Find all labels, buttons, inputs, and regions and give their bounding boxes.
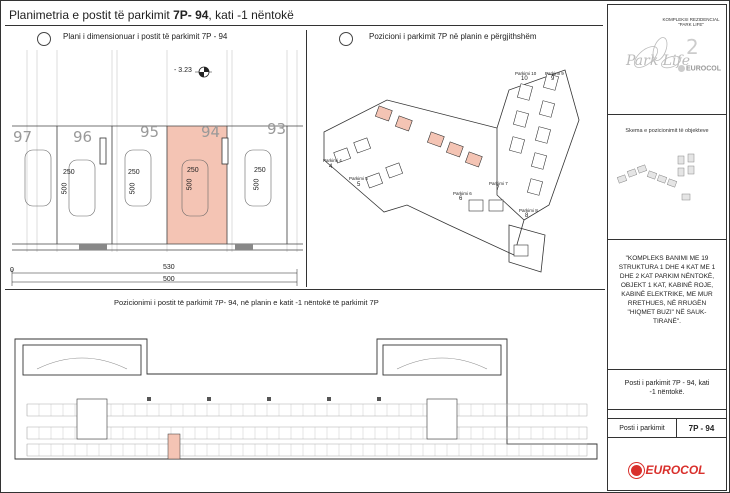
parking-label-9: Parkimi 9 xyxy=(545,71,564,76)
section-divider xyxy=(5,289,605,290)
stall-number-97: 97 xyxy=(13,128,33,146)
parking-number-4: 4 xyxy=(329,164,333,170)
floor-plan-highlight-stall xyxy=(167,433,181,460)
panel-divider xyxy=(306,30,307,287)
park-life-script: Park Life xyxy=(626,53,691,69)
dim-total-530: 530 xyxy=(163,264,175,271)
scheme-box: Skema e pozicionimit të objekteve xyxy=(608,122,726,240)
project-name: KOMPLEKSI REZIDENCIAL "PARK LIFE" xyxy=(662,17,720,27)
stall-number-93: 93 xyxy=(267,120,287,138)
eurocol-logo-icon xyxy=(628,462,644,478)
dim-edge: 0 xyxy=(10,267,14,274)
dimensioned-plan-panel: Plani i dimensionuar i postit të parkimi… xyxy=(7,30,303,287)
description-box: "KOMPLEKS BANIMI ME 19 STRUKTURA 1 DHE 4… xyxy=(608,245,726,370)
sheet-title: Planimetria e postit të parkimit 7P- 94,… xyxy=(5,4,603,26)
parking-number-5: 5 xyxy=(357,182,361,188)
park-life-number: 2 xyxy=(686,35,699,59)
post-id-box: Posti i parkimit 7P - 94 xyxy=(608,418,726,438)
parking-number-10: 10 xyxy=(521,76,528,82)
stall-number-95: 95 xyxy=(140,123,160,141)
brand-footer: EUROCOL xyxy=(608,450,726,490)
title-block: KOMPLEKSI REZIDENCIAL "PARK LIFE" Park L… xyxy=(607,4,727,491)
section-marker-1 xyxy=(37,32,51,46)
eurocol-small-icon xyxy=(678,65,685,72)
scheme-title: Skema e pozicionimit të objekteve xyxy=(625,128,709,134)
level-mark: - 3.23 xyxy=(174,67,192,74)
stall-width-94: 250 xyxy=(187,167,199,174)
stall-number-94: 94 xyxy=(201,123,221,141)
stall-width-96: 250 xyxy=(63,169,75,176)
parking-number-9: 9 xyxy=(551,76,555,82)
dimensioned-plan-caption: Plani i dimensionuar i postit të parkimi… xyxy=(63,32,228,41)
parking-label-5: Parkimi 5 xyxy=(349,176,368,181)
parking-label-10: Parkimi 10 xyxy=(515,71,537,76)
dim-total-500: 500 xyxy=(163,276,175,283)
general-plan-drawing xyxy=(323,69,580,273)
parking-label-6: Parkimi 6 xyxy=(453,191,472,196)
stall-width-93: 250 xyxy=(254,167,266,174)
title-code: 7P- 94 xyxy=(173,8,209,22)
highlighted-stall-94 xyxy=(167,126,227,244)
eurocol-brand-text: EUROCOL xyxy=(645,463,706,477)
floor-plan-drawing xyxy=(14,338,598,460)
parking-label-4: Parkimi 4 xyxy=(323,158,342,163)
stall-depth-96: 500 xyxy=(61,182,69,195)
post-description: Posti i parkimit 7P - 94, kati -1 nëntok… xyxy=(624,380,710,396)
stall-depth-95: 500 xyxy=(129,182,137,195)
site-scheme-diagram xyxy=(616,153,695,201)
parking-number-7: 7 xyxy=(496,186,500,192)
stall-depth-93: 500 xyxy=(253,178,261,191)
general-plan-panel: Pozicioni i parkimit 7P në planin e përg… xyxy=(309,30,603,287)
post-id-label: Posti i parkimit xyxy=(619,425,665,432)
project-logo-box: KOMPLEKSI REZIDENCIAL "PARK LIFE" Park L… xyxy=(608,5,726,115)
park-life-logo: Park Life 2 EUROCOL xyxy=(616,27,721,107)
dimensioned-plan-drawing xyxy=(11,50,303,286)
stall-depth-94: 500 xyxy=(186,178,194,191)
title-suffix: , kati -1 nëntokë xyxy=(208,8,294,22)
parking-label-7: Parkimi 7 xyxy=(489,181,508,186)
project-description: "KOMPLEKS BANIMI ME 19 STRUKTURA 1 DHE 4… xyxy=(618,255,716,325)
leaf-logo-icon xyxy=(633,37,681,69)
title-prefix: Planimetria e postit të parkimit xyxy=(9,8,174,22)
post-id-code: 7P - 94 xyxy=(676,419,726,437)
eurocol-small-logo: EUROCOL xyxy=(678,65,721,72)
parking-number-8: 8 xyxy=(525,213,529,219)
parking-label-8: Parkimi 8 xyxy=(519,208,538,213)
section-marker-2 xyxy=(339,32,353,46)
general-plan-caption: Pozicioni i parkimit 7P në planin e përg… xyxy=(369,32,537,41)
parking-number-6: 6 xyxy=(459,196,463,202)
stall-width-95: 250 xyxy=(128,169,140,176)
stall-number-96: 96 xyxy=(73,128,93,146)
post-description-box: Posti i parkimit 7P - 94, kati -1 nëntok… xyxy=(608,370,726,410)
floor-plan-caption: Pozicionimi i postit të parkimit 7P- 94,… xyxy=(114,298,379,307)
eurocol-small-text: EUROCOL xyxy=(686,65,721,73)
